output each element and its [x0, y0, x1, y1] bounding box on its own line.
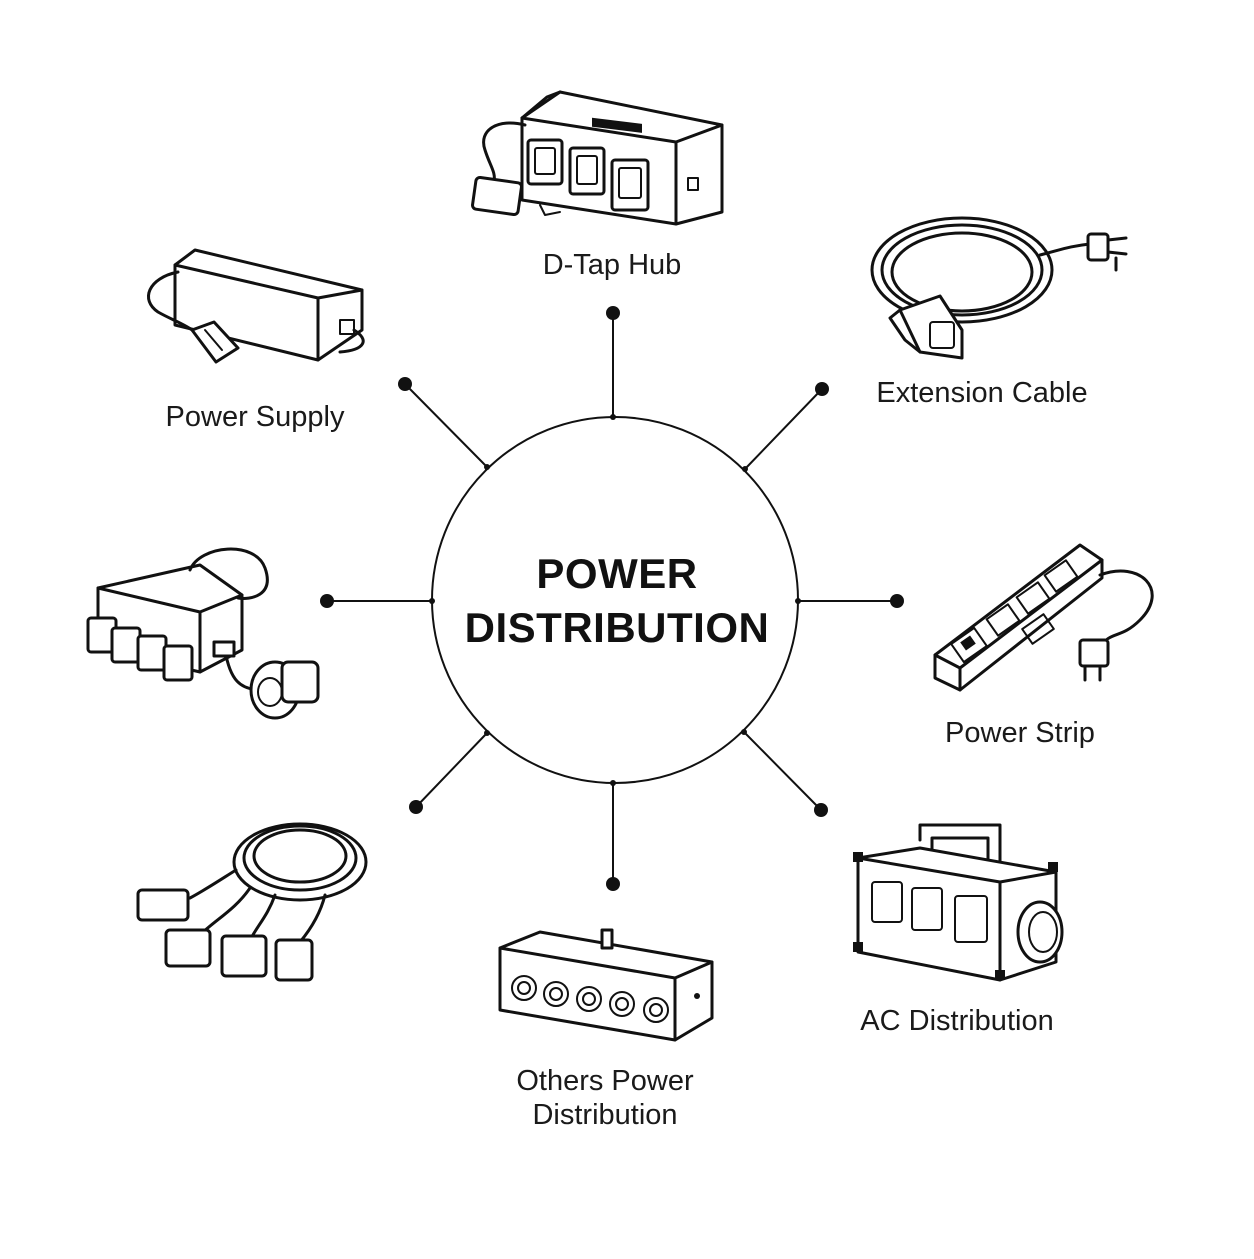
label-ac-distribution: AC Distribution	[860, 1005, 1054, 1037]
xlr-distribution-box-icon	[498, 928, 714, 1042]
spoke-d-tap-hub	[606, 306, 620, 420]
spoke-extension-cable	[742, 382, 829, 472]
spoke-others-power-distribution	[606, 780, 620, 891]
center-title-line2: DISTRIBUTION	[464, 604, 770, 651]
power-strip-icon	[933, 543, 1154, 692]
label-d-tap-hub: D-Tap Hub	[542, 249, 682, 281]
center-circle	[431, 416, 799, 784]
label-extension-cable: Extension Cable	[876, 377, 1088, 409]
extension-cable-icon	[870, 216, 1128, 360]
label-power-supply: Power Supply	[165, 401, 345, 433]
power-supply-icon	[147, 248, 365, 364]
d-tap-hub-icon	[471, 90, 724, 226]
spoke-power-strip	[795, 594, 904, 608]
spoke-multi-connector-box	[320, 594, 435, 608]
label-others-power-line2: Distribution	[532, 1099, 678, 1131]
center-title-line1: POWER	[536, 550, 698, 597]
ac-distribution-box-icon	[853, 823, 1064, 982]
label-others-power-line1: Others Power	[516, 1065, 694, 1097]
splitter-cable-icon	[136, 822, 368, 982]
label-power-strip: Power Strip	[945, 717, 1095, 749]
spoke-ac-distribution	[741, 729, 828, 817]
multi-connector-box-icon	[86, 547, 320, 720]
spoke-splitter-cable	[409, 730, 490, 814]
spoke-power-supply	[398, 377, 490, 470]
